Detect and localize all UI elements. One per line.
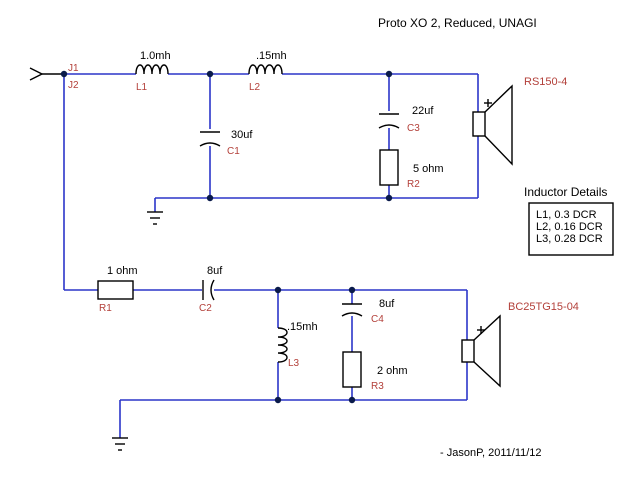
c2-ref: C2	[199, 303, 212, 314]
author-date: - JasonP, 2011/11/12	[440, 447, 542, 459]
l1-ref: L1	[136, 82, 148, 93]
r2-value: 5 ohm	[413, 163, 444, 175]
c3-value: 22uf	[412, 105, 434, 117]
r1-ref: R1	[99, 303, 112, 314]
c1-value: 30uf	[231, 129, 253, 141]
capacitor-c1	[199, 131, 221, 147]
inductor-l2	[248, 64, 283, 75]
tweeter-driver-name: BC25TG15-04	[508, 301, 579, 313]
tweeter-junctions	[274, 286, 356, 404]
c1-ref: C1	[227, 146, 240, 157]
c3-ref: C3	[407, 123, 420, 134]
woofer-speaker-icon	[472, 84, 513, 166]
inductor-detail-l2: L2, 0.16 DCR	[536, 221, 603, 233]
r3-ref: R3	[371, 381, 384, 392]
l1-value: 1.0mh	[140, 50, 171, 62]
r2-ref: R2	[407, 179, 420, 190]
tweeter-wiring	[64, 289, 468, 438]
resistor-r3	[342, 351, 362, 388]
inductor-details-panel	[528, 202, 614, 256]
connector-ref-j2: J2	[68, 80, 79, 91]
woofer-junctions	[60, 70, 393, 202]
l2-ref: L2	[249, 82, 261, 93]
l3-value: .15mh	[287, 321, 318, 333]
c2-value: 8uf	[207, 265, 223, 277]
inductor-detail-l1: L1, 0.3 DCR	[536, 209, 597, 221]
tweeter-speaker-icon	[461, 314, 501, 388]
woofer-ground-icon	[147, 211, 163, 225]
schematic-title: Proto XO 2, Reduced, UNAGI	[378, 16, 537, 30]
l2-value: .15mh	[256, 50, 287, 62]
l3-ref: L3	[288, 358, 300, 369]
resistor-r1	[97, 280, 134, 300]
inductor-detail-l3: L3, 0.28 DCR	[536, 233, 603, 245]
inductor-details-heading: Inductor Details	[524, 185, 607, 199]
r3-value: 2 ohm	[377, 365, 408, 377]
c4-ref: C4	[371, 314, 384, 325]
inductor-l1	[135, 64, 169, 75]
inductor-l3	[277, 327, 288, 363]
woofer-driver-name: RS150-4	[524, 76, 567, 88]
capacitor-c4	[341, 303, 363, 317]
resistor-r2	[379, 149, 399, 186]
capacitor-c2	[202, 279, 215, 301]
capacitor-c3	[378, 113, 400, 129]
c4-value: 8uf	[379, 298, 395, 310]
input-connector	[29, 67, 64, 81]
connector-ref-j1: J1	[68, 63, 79, 74]
tweeter-ground-icon	[112, 437, 128, 451]
r1-value: 1 ohm	[107, 265, 138, 277]
